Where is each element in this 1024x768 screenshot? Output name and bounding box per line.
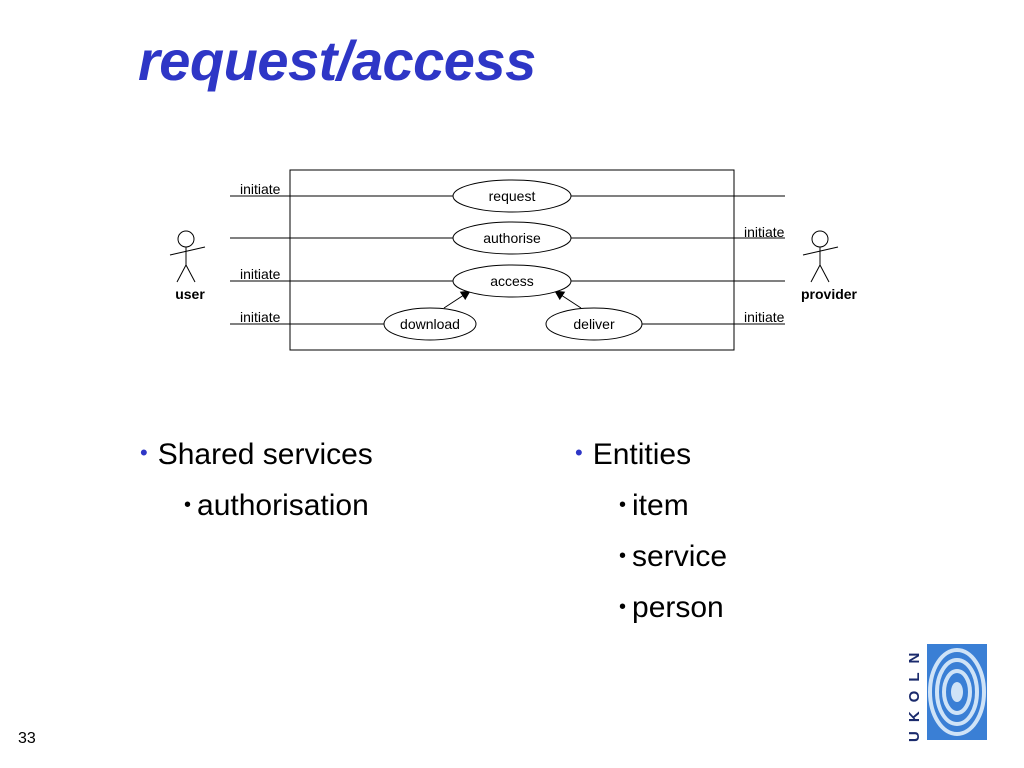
initiate-label-user-request: initiate <box>240 181 281 197</box>
use-case-download <box>383 307 477 341</box>
sub-bullet-text: item <box>632 489 689 522</box>
bullet-entities: • Entities <box>575 428 727 480</box>
provider-actor-icon <box>802 230 839 283</box>
use-case-request-label: request <box>489 188 536 204</box>
sub-bullet-text: person <box>632 591 724 624</box>
sub-bullet-dot: • <box>619 545 627 567</box>
sub-bullet-service: •service <box>575 531 727 582</box>
deliver-to-access-arrow <box>554 290 582 309</box>
ukoln-logo-text: UKOLN <box>906 644 923 742</box>
sub-bullet-item: •item <box>575 480 727 531</box>
sub-bullet-dot: • <box>184 494 192 516</box>
use-case-diagram: request authorise access download delive… <box>169 169 858 351</box>
use-case-access <box>452 264 572 298</box>
sub-bullet-person: •person <box>575 582 727 633</box>
system-boundary <box>289 169 735 351</box>
use-case-deliver-label: deliver <box>573 316 615 332</box>
bullet-text: Entities <box>592 438 692 471</box>
bullets-left: •Shared services •authorisation <box>140 428 373 531</box>
sub-bullet-dot: • <box>619 596 627 618</box>
bullet-text: Shared services <box>157 438 373 471</box>
sub-bullet-authorisation: •authorisation <box>140 480 373 531</box>
page-number: 33 <box>18 730 36 747</box>
initiate-label-provider-authorise: initiate <box>744 224 785 240</box>
initiate-label-user-access: initiate <box>240 266 281 282</box>
sub-bullet-text: service <box>632 540 728 573</box>
bullet-shared-services: • Shared services <box>140 428 373 480</box>
use-case-authorise-label: authorise <box>483 230 541 246</box>
use-case-deliver <box>545 307 643 341</box>
sub-bullet-dot: • <box>619 494 627 516</box>
provider-actor-label: provider <box>801 286 858 302</box>
sub-bullet-text: authorisation <box>197 489 369 522</box>
use-case-download-label: download <box>400 316 460 332</box>
initiate-label-provider-deliver: initiate <box>744 309 785 325</box>
user-actor-icon <box>169 230 206 283</box>
use-case-access-label: access <box>490 273 534 289</box>
bullet-dot: • <box>140 440 148 465</box>
ukoln-logo-center <box>951 682 963 702</box>
user-actor-label: user <box>175 286 205 302</box>
download-to-access-arrow <box>443 290 471 309</box>
ukoln-logo-rings <box>928 648 986 736</box>
use-case-request <box>452 179 572 213</box>
bullets-right: •Entities •item •service •person <box>575 428 727 633</box>
initiate-label-user-download: initiate <box>240 309 281 325</box>
bullet-dot: • <box>575 440 583 465</box>
use-case-authorise <box>452 221 572 255</box>
slide-title: request/access <box>138 29 536 92</box>
ukoln-logo: UKOLN <box>906 644 987 742</box>
